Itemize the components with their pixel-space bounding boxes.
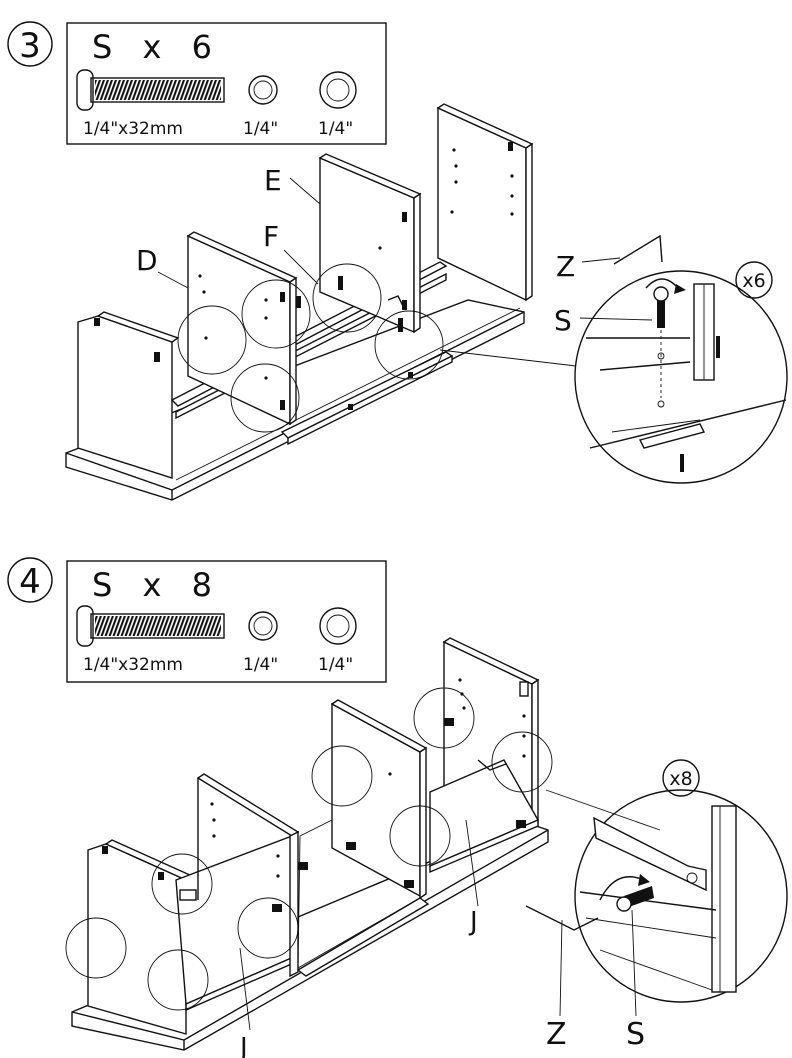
step-4-parts-title: S x 8 bbox=[92, 566, 222, 604]
step-3-guide-circles bbox=[177, 263, 444, 433]
step-4: 4 S x 8 1/4"x32mm 1/4" 1/4" bbox=[7, 557, 788, 1058]
step-3-bolts bbox=[296, 276, 405, 332]
label-j-right: J bbox=[468, 907, 478, 937]
step-3-parts-box: S x 6 1/4"x32mm 1/4" 1/4" bbox=[66, 22, 387, 145]
step-4-bolt-label: 1/4"x32mm bbox=[83, 655, 183, 675]
panel-e bbox=[318, 153, 422, 334]
step-4-middle-section bbox=[289, 699, 435, 978]
step-3-flat-washer-label: 1/4" bbox=[318, 119, 353, 139]
step-4-parts-box: S x 8 1/4"x32mm 1/4" 1/4" bbox=[66, 560, 387, 683]
step-3: 3 S x 6 1/4"x32mm 1/4" 1/4" bbox=[7, 21, 788, 501]
lock-washer-icon bbox=[248, 611, 278, 641]
step-4-number: 4 bbox=[19, 562, 41, 602]
step-4-flat-washer-label: 1/4" bbox=[318, 655, 353, 675]
step-3-detail-callout: x6 bbox=[742, 270, 765, 292]
flat-washer-icon bbox=[319, 71, 357, 109]
step-3-parts-title: S x 6 bbox=[92, 28, 222, 66]
label-s-step4: S bbox=[626, 1017, 645, 1052]
panel-d-upright bbox=[186, 231, 298, 426]
step-3-part-labels: E F D Z S bbox=[136, 164, 663, 337]
step-4-lock-washer-label: 1/4" bbox=[243, 655, 278, 675]
step-4-detail-view: x8 bbox=[545, 759, 788, 1003]
step-3-right-panel bbox=[436, 103, 534, 302]
flat-washer-icon bbox=[319, 607, 357, 645]
panel-d-left bbox=[77, 311, 180, 479]
label-d: D bbox=[136, 244, 158, 277]
label-z-step4: Z bbox=[546, 1017, 567, 1052]
step-3-number-badge: 3 bbox=[7, 21, 53, 67]
shelf-j-left bbox=[175, 773, 300, 1012]
label-z-step3: Z bbox=[556, 250, 575, 283]
label-j-left: J bbox=[238, 1033, 248, 1058]
step-4-part-labels: J J Z S bbox=[238, 819, 645, 1058]
label-f: F bbox=[263, 220, 279, 253]
bolt-icon bbox=[76, 69, 225, 111]
label-e: E bbox=[264, 164, 282, 197]
panel-f-rail bbox=[280, 351, 454, 446]
lock-washer-icon bbox=[248, 75, 278, 105]
step-4-number-badge: 4 bbox=[7, 557, 53, 603]
step-4-guide-circles bbox=[65, 687, 553, 1011]
step-4-left-panel bbox=[87, 839, 194, 1035]
step-4-detail-callout: x8 bbox=[669, 768, 692, 790]
label-s-step3: S bbox=[554, 304, 572, 337]
bolt-icon bbox=[76, 605, 225, 647]
step-3-detail-view: x6 bbox=[439, 261, 788, 484]
step-4-right-section bbox=[429, 637, 540, 874]
step-3-lock-washer-label: 1/4" bbox=[243, 119, 278, 139]
step-3-number: 3 bbox=[19, 26, 41, 66]
step-3-bolt-label: 1/4"x32mm bbox=[83, 119, 183, 139]
